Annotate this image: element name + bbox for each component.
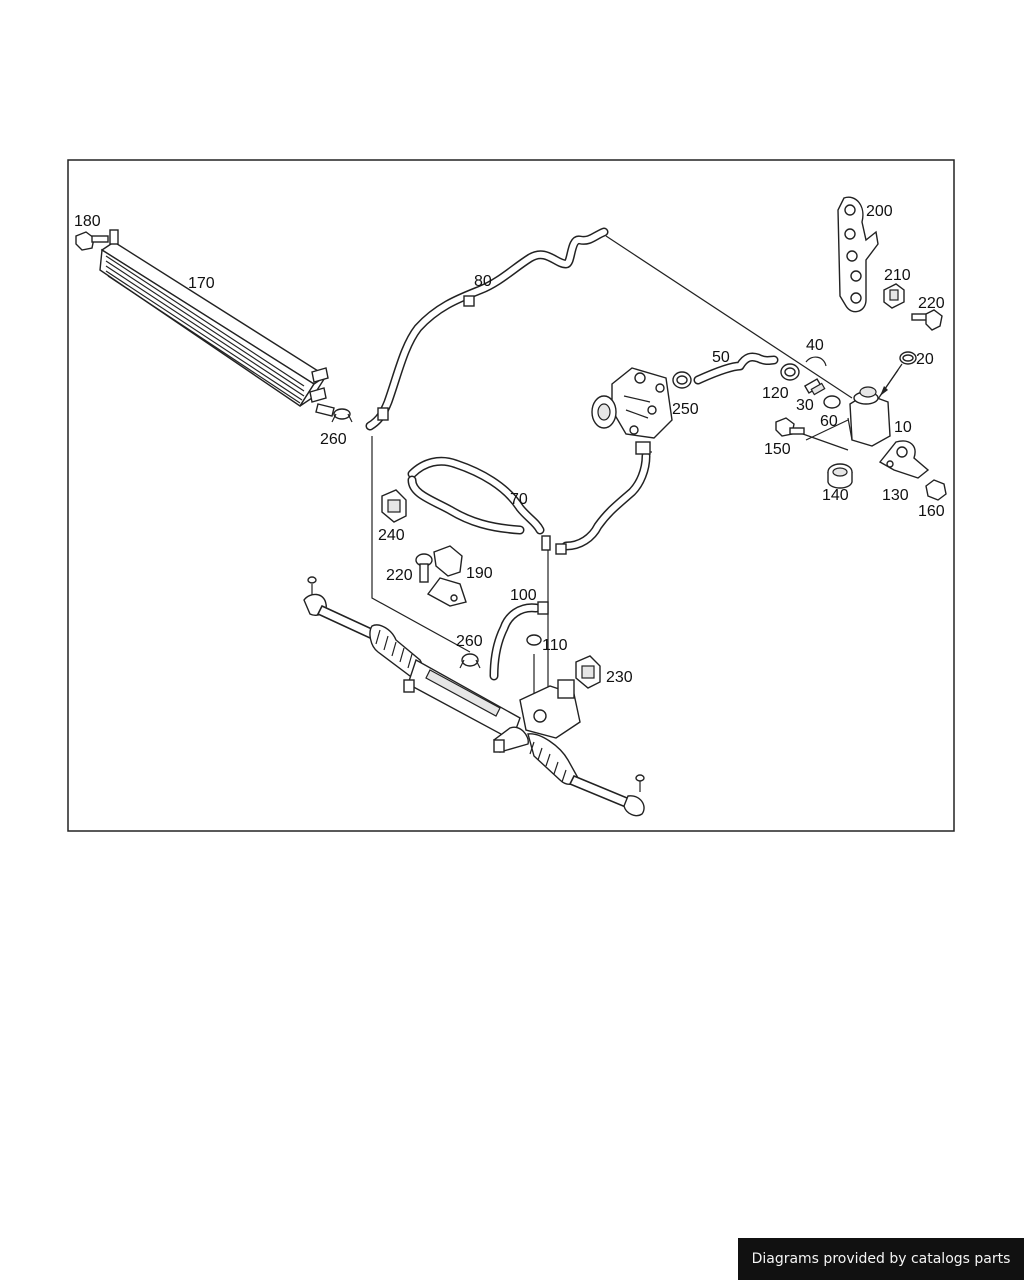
label-130: 130 xyxy=(882,487,909,504)
bracket-130 xyxy=(878,440,930,479)
bolt-220-left xyxy=(415,553,433,583)
oil-cooler-170 xyxy=(99,229,335,417)
bolt-220-right xyxy=(911,309,943,331)
label-140: 140 xyxy=(822,487,849,504)
hose-80 xyxy=(365,227,609,431)
clamp-120 xyxy=(780,363,800,381)
label-170: 170 xyxy=(188,275,215,292)
clamp-250 xyxy=(672,371,692,389)
steering-rack xyxy=(303,576,645,817)
clip-210 xyxy=(883,283,905,309)
label-30: 30 xyxy=(796,397,814,414)
label-40: 40 xyxy=(806,337,824,354)
seal-ring-20 xyxy=(899,351,917,365)
label-120: 120 xyxy=(762,385,789,402)
label-20: 20 xyxy=(916,351,934,368)
bolt-180 xyxy=(75,231,109,251)
label-70: 70 xyxy=(510,491,528,508)
bracket-200 xyxy=(837,196,879,313)
seal-60 xyxy=(823,395,841,409)
label-260-upper: 260 xyxy=(320,431,347,448)
label-60: 60 xyxy=(820,413,838,430)
fitting-30 xyxy=(803,378,826,396)
bolt-150 xyxy=(775,417,805,437)
clamp-230 xyxy=(575,655,601,689)
clamp-240 xyxy=(381,489,407,523)
bracket-190 xyxy=(426,545,467,607)
label-80: 80 xyxy=(474,273,492,290)
label-260-lower: 260 xyxy=(456,633,483,650)
hose-70 xyxy=(407,441,651,555)
label-100: 100 xyxy=(510,587,537,604)
label-50: 50 xyxy=(712,349,730,366)
label-190: 190 xyxy=(466,565,493,582)
diagram-frame xyxy=(67,159,955,832)
label-200: 200 xyxy=(866,203,893,220)
clamp-260-lower xyxy=(459,653,481,669)
nut-160 xyxy=(925,479,947,501)
circlip-40 xyxy=(805,356,827,367)
part-labels: 180 170 80 260 200 210 220 50 40 20 120 … xyxy=(74,203,945,686)
label-240: 240 xyxy=(378,527,405,544)
reservoir-10 xyxy=(847,386,891,447)
label-160: 160 xyxy=(918,503,945,520)
hose-100 xyxy=(489,601,549,681)
label-150: 150 xyxy=(764,441,791,458)
label-220-left: 220 xyxy=(386,567,413,584)
label-220-right: 220 xyxy=(918,295,945,312)
label-110: 110 xyxy=(542,637,568,654)
power-steering-pump xyxy=(591,367,673,439)
label-180: 180 xyxy=(74,213,101,230)
hose-50 xyxy=(693,352,779,385)
label-210: 210 xyxy=(884,267,911,284)
seal-110 xyxy=(526,634,542,646)
label-10: 10 xyxy=(894,419,912,436)
credit-text: Diagrams provided by catalogs parts xyxy=(751,1251,1011,1267)
clamp-260-upper xyxy=(331,408,353,423)
grommet-140 xyxy=(827,463,853,489)
credit-banner: Diagrams provided by catalogs parts xyxy=(738,1238,1024,1280)
label-250: 250 xyxy=(672,401,699,418)
label-230: 230 xyxy=(606,669,633,686)
